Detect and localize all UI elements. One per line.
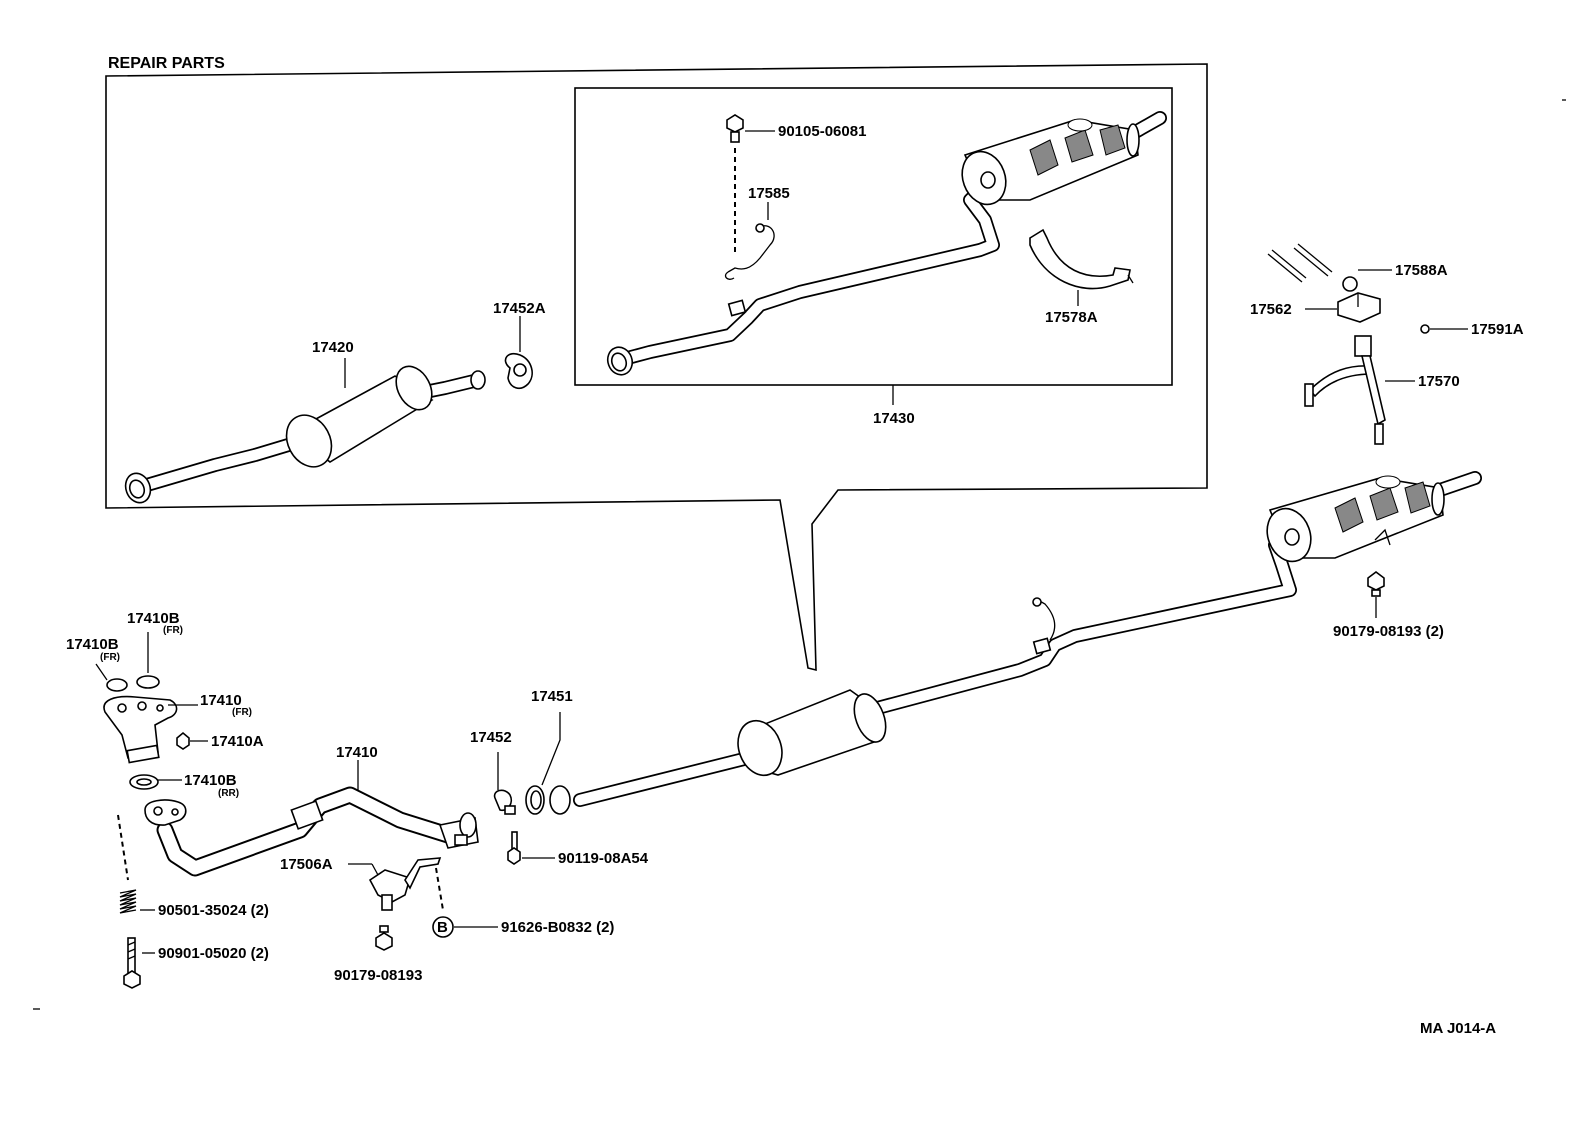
callout-17452A: 17452A [493,300,546,317]
nut-90179-rear [1367,571,1385,597]
cushion-17562 [1337,292,1381,323]
callout-17588A: 17588A [1395,262,1448,279]
callout-17578A: 17578A [1045,309,1098,326]
clamp-17452 [493,789,516,815]
nut-17410A [176,731,190,750]
marker-b-label: B [437,919,448,936]
manifold-17410-fr [103,695,178,764]
callout-17585: 17585 [748,185,790,202]
repair-parts-frame [105,63,1208,672]
callout-90501-35024: 90501-35024 (2) [158,902,269,919]
callout-17410B-rr: 17410B [184,772,237,789]
strap-pair [1267,243,1333,283]
callout-90179-08193: 90179-08193 [334,967,422,984]
hanger-17570 [1304,335,1386,445]
bolt-90119 [507,831,521,865]
bracket-17578A [1029,228,1134,290]
marker-b [432,916,454,938]
main-exhaust-pipe [573,471,1482,807]
nut-90179 [375,925,393,951]
tail-pipe-assembly [606,111,1167,376]
nut-17591A [1420,324,1430,334]
callout-17562: 17562 [1250,301,1292,318]
callout-90105-06081: 90105-06081 [778,123,866,140]
gasket-17410B-rr [129,774,159,790]
callout-17430: 17430 [873,410,915,427]
diagram-code: MA J014-A [1420,1020,1496,1037]
callout-17570: 17570 [1418,373,1460,390]
bolt-90105 [726,114,744,143]
callout-17452: 17452 [470,729,512,746]
repair-parts-title: REPAIR PARTS [108,55,225,72]
callout-90119-08A54: 90119-08A54 [558,850,649,867]
center-pipe-assembly [124,365,486,504]
wire-17585 [724,223,775,280]
callout-90901-05020: 90901-05020 (2) [158,945,269,962]
muffler-assembly-box [574,87,1173,386]
callout-17410B-fr-top-sub: (FR) [163,625,183,636]
front-pipe-17410 [144,786,479,877]
callout-17506A: 17506A [280,856,333,873]
callout-17410: 17410 [336,744,378,761]
callout-90179-08193-rear: 90179-08193 (2) [1333,623,1444,640]
callout-17410-fr-sub: (FR) [232,707,252,718]
callout-17591A: 17591A [1471,321,1524,338]
callout-17410-fr: 17410 [200,692,242,709]
bolt-90901 [123,937,141,989]
spring-90501 [119,889,137,914]
callout-17410B-fr-left-sub: (FR) [100,652,120,663]
callout-17410B-rr-sub: (RR) [218,788,239,799]
callout-17410A: 17410A [211,733,264,750]
callout-17410B-fr-left: 17410B [66,636,119,653]
gasket-17410B-fr-top [136,675,160,689]
callout-17451: 17451 [531,688,573,705]
clamp-17452A [504,352,533,390]
callout-91626-B0832: 91626-B0832 (2) [501,919,614,936]
gasket-17410B-fr-left [106,678,128,692]
nut-17588A [1342,276,1358,292]
callout-17410B-fr-top: 17410B [127,610,180,627]
callout-17420: 17420 [312,339,354,356]
support-17506A [368,857,442,911]
